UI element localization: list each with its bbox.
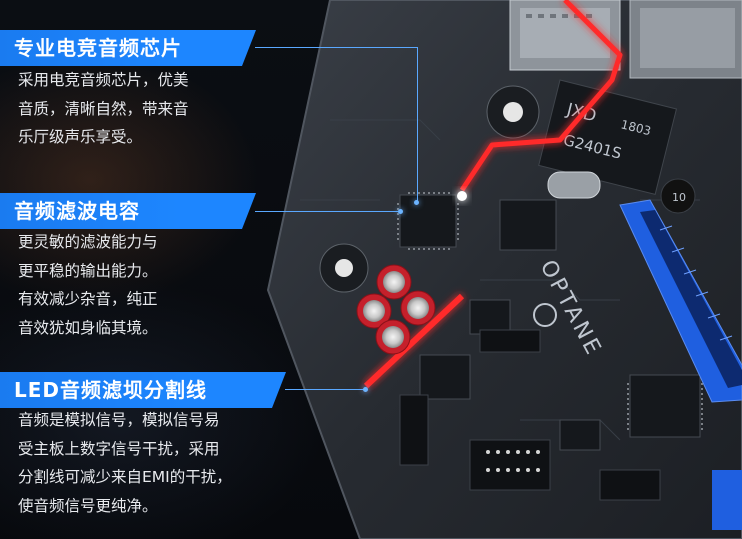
feature-title-audio-chip: 专业电竞音频芯片 <box>0 30 256 66</box>
feature-title-filter-capacitor: 音频滤波电容 <box>0 193 256 229</box>
network-chip: JXD 1803 G2401S <box>538 79 678 196</box>
callout-dot-2 <box>398 209 403 214</box>
pcie-slot <box>619 199 742 403</box>
led-trace-upper <box>459 0 623 192</box>
feature-desc-audio-chip: 采用电竞音频芯片，优美 音质，清晰自然，带来音 乐厅级声乐享受。 <box>18 71 189 146</box>
led-separator-line <box>363 293 465 389</box>
audio-capacitors <box>356 264 436 355</box>
feature-desc-led-separator: 音频是模拟信号，模拟信号易 受主板上数字信号干扰，采用 分割线可减少来自EMI的… <box>18 411 232 515</box>
callout-dot-1 <box>414 200 419 205</box>
callout-line-2 <box>255 211 401 212</box>
audio-codec-chip <box>399 194 457 248</box>
feature-desc-filter-capacitor: 更灵敏的滤波能力与 更平稳的输出能力。 有效减少杂音，纯正 音效犹如身临其境。 <box>18 233 158 337</box>
feature-title-led-separator: LED音频滤坝分割线 <box>0 372 286 408</box>
callout-line-1 <box>255 47 417 48</box>
callout-line-3 <box>285 389 365 390</box>
callout-dot-3 <box>363 387 368 392</box>
capacitor-value: 10 <box>672 191 686 204</box>
mount-holes <box>319 85 540 293</box>
callout-line-1-vertical <box>417 47 418 203</box>
